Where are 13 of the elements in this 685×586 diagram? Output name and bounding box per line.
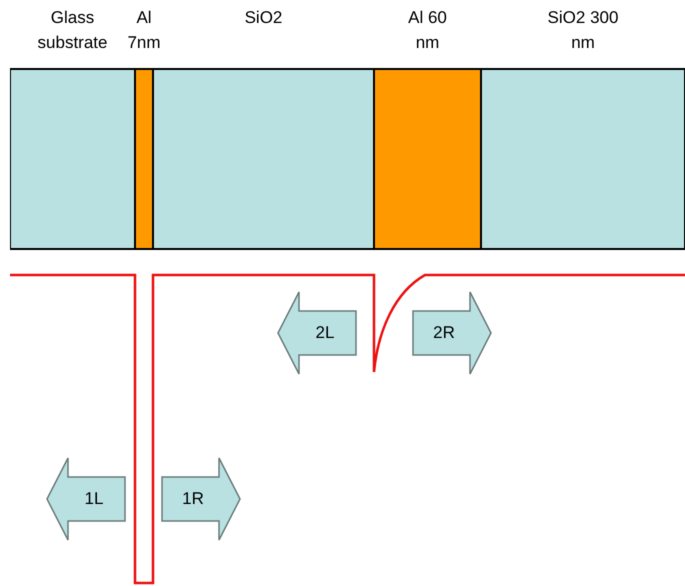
right-block-arrow [161,457,241,541]
layer-label: Glass substrate [36,7,108,54]
right-block-arrow [412,291,492,375]
arrow-label: 1R [182,489,204,509]
left-block-arrow [46,457,126,541]
arrow-label: 2R [433,323,455,343]
layer-label: Al 60 nm [407,7,448,54]
layer-label: SiO2 [244,7,284,29]
arrow-label: 1L [84,489,104,509]
arrow-label: 2L [316,323,334,343]
layer-label: SiO2 300 nm [546,7,620,54]
layer-label: Al 7nm [127,7,161,54]
left-block-arrow [277,291,357,375]
